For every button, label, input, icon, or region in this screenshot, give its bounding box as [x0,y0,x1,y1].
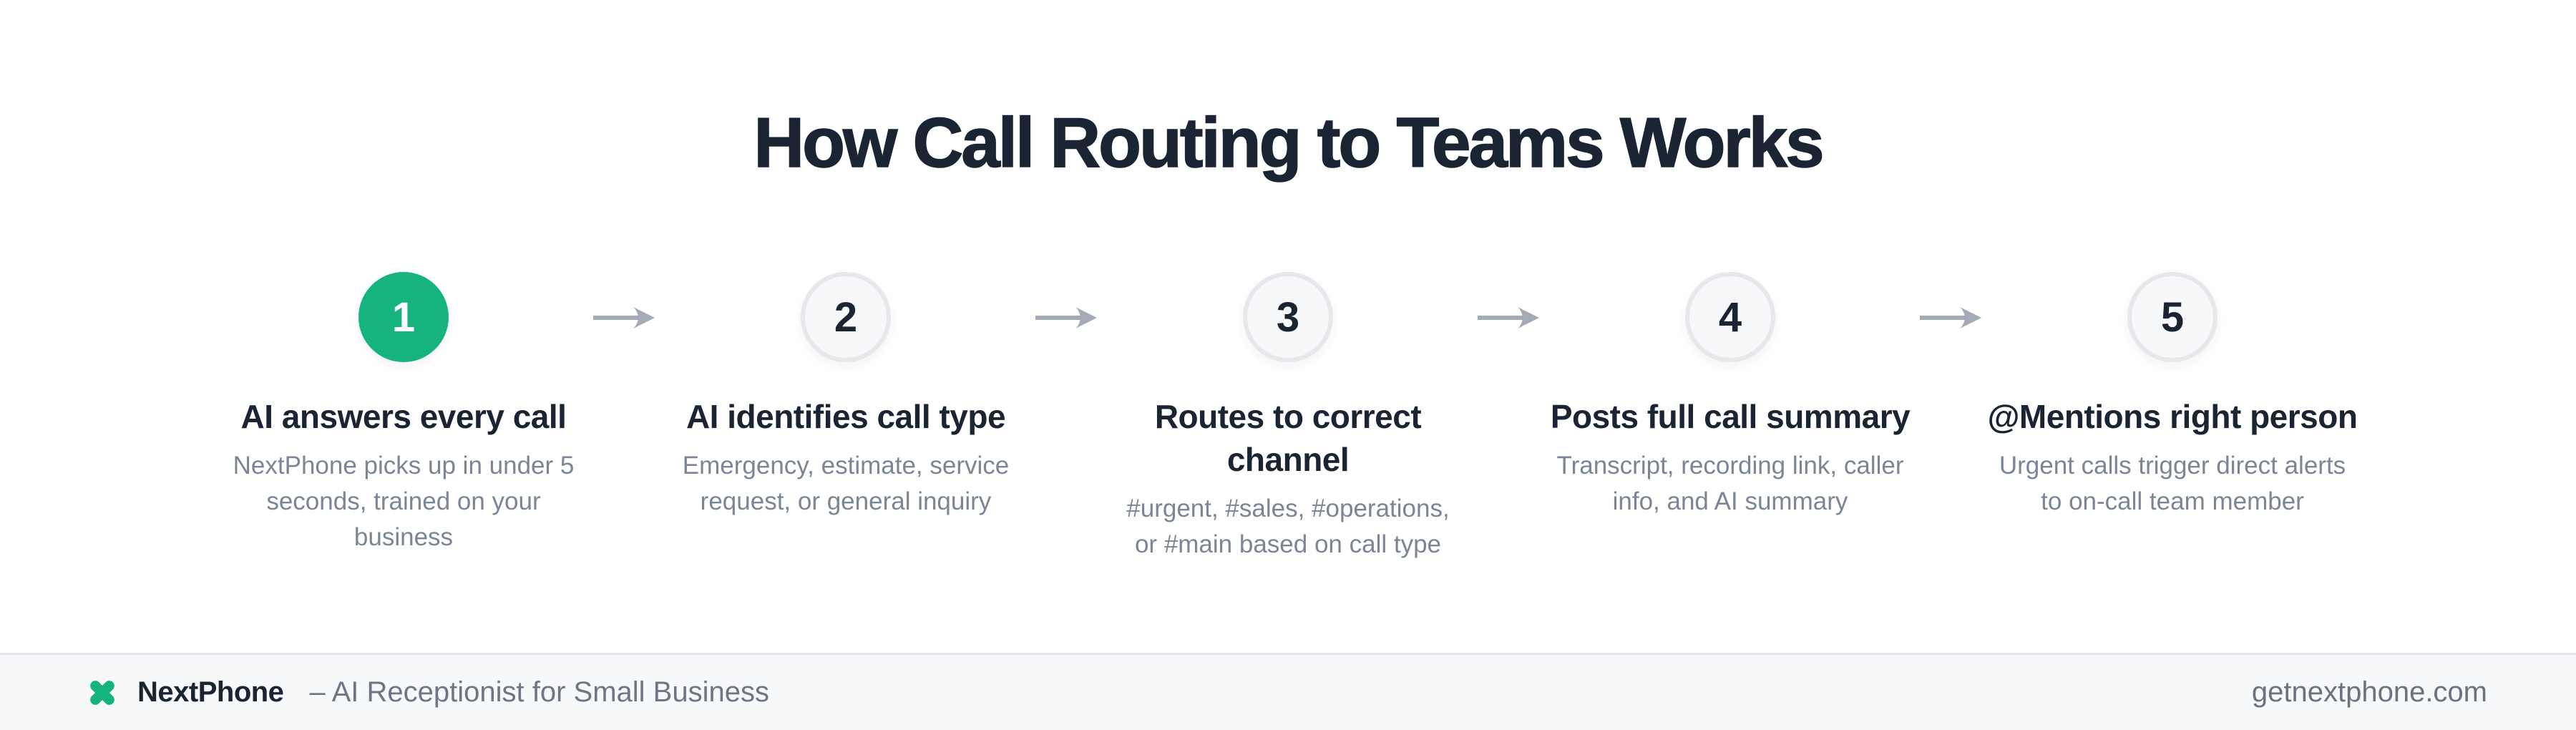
step-4-number-badge: 4 [1685,272,1775,362]
step-5-title: @Mentions right person [1987,398,2358,435]
footer-bar: NextPhone – AI Receptionist for Small Bu… [0,653,2576,730]
step-2-number-badge: 2 [801,272,891,362]
brand-name: NextPhone [137,676,284,708]
step-2-description: Emergency, estimate, service request, or… [682,452,1010,515]
footer-url-link[interactable]: getnextphone.com [2251,676,2487,708]
arrow-separator-2 [1028,272,1106,331]
brand-tagline: – AI Receptionist for Small Business [309,676,769,708]
step-1-number-badge: 1 [358,272,449,362]
right-arrow-icon [593,307,655,328]
step-3-number-badge: 3 [1243,272,1333,362]
step-5: 5 @Mentions right person Urgent calls tr… [1987,272,2358,520]
step-2: 2 AI identifies call type Emergency, est… [663,272,1028,520]
step-4-title: Posts full call summary [1550,398,1911,435]
clover-x-icon [90,680,114,705]
step-4: 4 Posts full call summary Transcript, re… [1548,272,1913,520]
arrow-separator-4 [1913,272,1990,331]
right-arrow-icon [1920,307,1981,328]
step-1: 1 AI answers every call NextPhone picks … [221,272,586,555]
arrow-separator-3 [1470,272,1548,331]
step-5-description: Urgent calls trigger direct alerts to on… [1999,452,2346,515]
right-arrow-icon [1035,307,1097,328]
step-2-title: AI identifies call type [686,398,1006,435]
arrow-separator-1 [586,272,663,331]
footer-brand-group: NextPhone – AI Receptionist for Small Bu… [89,676,769,709]
step-3-title: Routes to correct channel [1154,398,1422,478]
step-4-description: Transcript, recording link, caller info,… [1556,452,1904,515]
right-arrow-icon [1478,307,1539,328]
page-title: How Call Routing to Teams Works [753,103,1825,182]
step-5-number-badge: 5 [2127,272,2218,362]
step-3: 3 Routes to correct channel #urgent, #sa… [1106,272,1470,563]
step-1-title: AI answers every call [240,398,567,435]
step-1-description: NextPhone picks up in under 5 seconds, t… [233,452,575,551]
steps-row: 1 AI answers every call NextPhone picks … [0,272,2576,563]
step-3-description: #urgent, #sales, #operations, or #main b… [1126,495,1450,558]
